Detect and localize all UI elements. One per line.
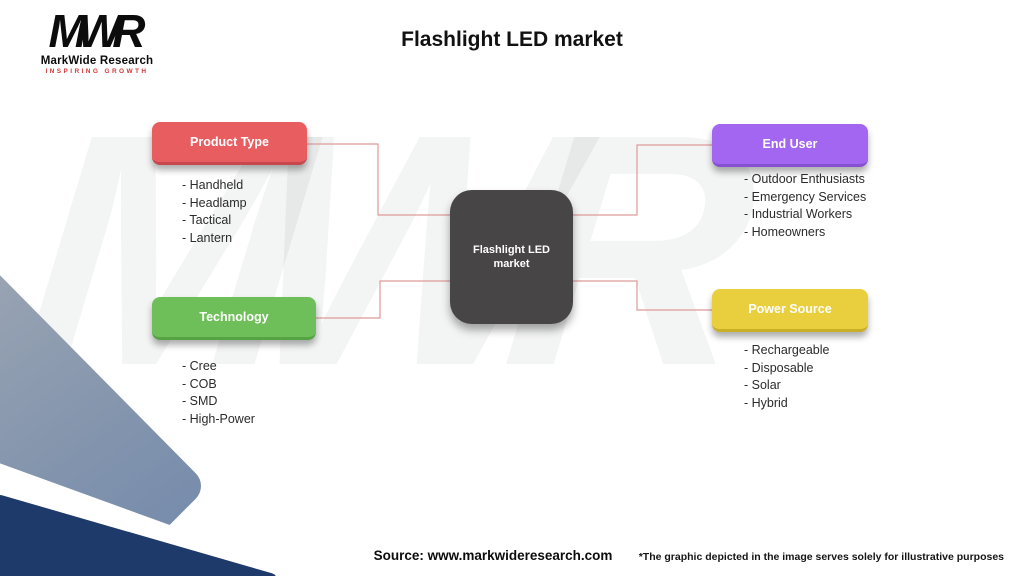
center-node-label: Flashlight LED market <box>473 244 550 270</box>
category-label-end-user: End User <box>762 137 818 151</box>
list-item: - Tactical <box>182 213 232 227</box>
list-item: - Rechargeable <box>744 343 830 357</box>
category-list-product-type: - Handheld - Headlamp - Tactical - Lante… <box>182 177 247 247</box>
center-node: Flashlight LED market <box>450 190 573 324</box>
logo-tagline: Inspiring Growth <box>45 67 149 75</box>
category-box-technology: Technology <box>152 297 316 340</box>
connector-end-user <box>573 144 712 216</box>
list-item: - Homeowners <box>744 224 826 239</box>
list-item: - Industrial Workers <box>744 207 853 221</box>
category-box-product-type: Product Type <box>152 122 307 165</box>
list-item: - COB <box>182 376 217 391</box>
corner-gap-shape <box>0 463 309 576</box>
corner-navy-shape <box>0 495 276 576</box>
logo-name: MarkWide Research <box>40 54 154 67</box>
list-item: - Solar <box>744 378 781 392</box>
list-item: - Disposable <box>744 360 814 375</box>
logo-acronym: MWR <box>48 5 146 57</box>
disclaimer-text: *The graphic depicted in the image serve… <box>638 551 1004 563</box>
list-item: - SMD <box>182 394 218 408</box>
list-item: - High-Power <box>182 411 255 426</box>
list-item: - Handheld <box>182 178 244 192</box>
category-list-end-user: - Outdoor Enthusiasts - Emergency Servic… <box>744 171 866 241</box>
source-text: Source: www.markwideresearch.com <box>373 548 613 563</box>
list-item: - Headlamp <box>182 195 247 210</box>
list-item: - Lantern <box>182 230 233 245</box>
page-title: Flashlight LED market <box>401 28 623 51</box>
connector-product-type <box>307 143 450 216</box>
list-item: - Hybrid <box>744 395 788 410</box>
list-item: - Cree <box>182 359 217 373</box>
category-label-power-source: Power Source <box>748 302 832 316</box>
category-list-power-source: - Rechargeable - Disposable - Solar - Hy… <box>744 342 829 412</box>
category-box-power-source: Power Source <box>712 289 868 332</box>
list-item: - Outdoor Enthusiasts <box>744 172 865 186</box>
list-item: - Emergency Services <box>744 189 867 204</box>
category-list-technology: - Cree - COB - SMD - High-Power <box>182 358 255 428</box>
connector-technology <box>316 280 450 319</box>
category-label-technology: Technology <box>199 310 269 324</box>
category-label-product-type: Product Type <box>190 135 269 149</box>
logo: MWR MarkWide Research Inspiring Growth <box>22 5 172 75</box>
watermark-logo: MWR <box>10 65 719 434</box>
category-box-end-user: End User <box>712 124 868 167</box>
connector-power-source <box>573 280 712 311</box>
corner-band-shape <box>0 275 201 576</box>
